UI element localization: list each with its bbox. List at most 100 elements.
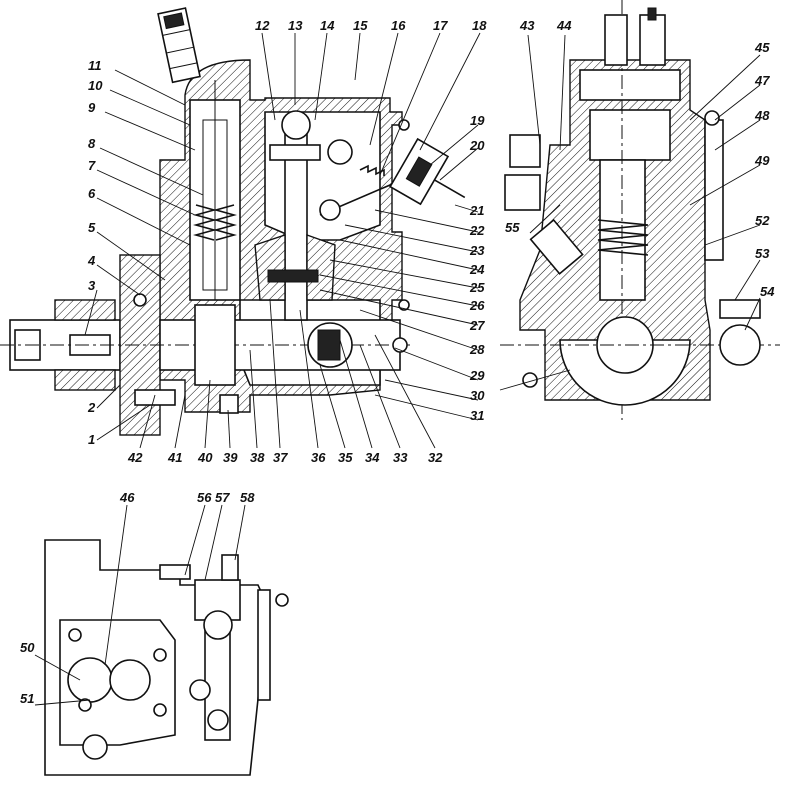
governor-cavity <box>264 111 381 241</box>
callout-56: 56 <box>197 490 212 505</box>
callout-45: 45 <box>754 40 770 55</box>
callout-4: 4 <box>87 253 96 268</box>
lever-joint <box>327 139 353 165</box>
callout-30: 30 <box>470 388 485 403</box>
lower-bolt-head <box>82 734 108 760</box>
callout-15: 15 <box>353 18 368 33</box>
callout-38: 38 <box>250 450 265 465</box>
lower-top-stud <box>221 554 239 581</box>
callout-6: 6 <box>88 186 96 201</box>
side-bolt-lower <box>504 174 541 211</box>
callout-57: 57 <box>215 490 230 505</box>
lower-top-nut <box>159 564 191 580</box>
callout-31: 31 <box>470 408 484 423</box>
side-fitting-pin <box>647 7 657 21</box>
side-spring <box>597 219 649 256</box>
callout-33: 33 <box>393 450 408 465</box>
callout-35: 35 <box>338 450 353 465</box>
side-right-bracket <box>719 299 761 319</box>
callout-3: 3 <box>88 278 96 293</box>
governor-sleeve <box>269 144 321 161</box>
lever-spring <box>359 164 385 176</box>
callout-47: 47 <box>754 73 770 88</box>
callout-28: 28 <box>469 342 485 357</box>
lower-right-screw <box>275 593 289 607</box>
callout-58: 58 <box>240 490 255 505</box>
callout-13: 13 <box>288 18 303 33</box>
callout-2: 2 <box>87 400 96 415</box>
callout-39: 39 <box>223 450 238 465</box>
side-upper-chamber <box>589 109 671 161</box>
lever-pivot <box>319 199 341 221</box>
gear-teeth <box>267 269 319 283</box>
side-angled-fitting <box>529 218 584 275</box>
callout-17: 17 <box>433 18 448 33</box>
screw-right-top <box>398 119 410 131</box>
callout-23: 23 <box>469 243 485 258</box>
lower-right-plate <box>257 589 271 701</box>
lower-screw-4 <box>78 698 92 712</box>
callout-5: 5 <box>88 220 96 235</box>
callout-34: 34 <box>365 450 380 465</box>
callout-41: 41 <box>167 450 182 465</box>
lower-screw-1 <box>153 648 167 662</box>
drain-bolt <box>219 394 239 414</box>
callout-22: 22 <box>469 223 485 238</box>
callout-36: 36 <box>311 450 326 465</box>
callout-51: 51 <box>20 691 34 706</box>
lower-view <box>44 539 289 776</box>
callout-29: 29 <box>469 368 485 383</box>
plunger-spring <box>193 204 237 241</box>
callout-8: 8 <box>88 136 96 151</box>
flange-screw <box>133 293 147 307</box>
callout-25: 25 <box>469 280 485 295</box>
side-fitting-left <box>604 14 628 66</box>
callout-40: 40 <box>197 450 213 465</box>
side-right-union <box>719 324 761 366</box>
lower-screw-2 <box>153 703 167 717</box>
callout-44: 44 <box>556 18 572 33</box>
callout-1: 1 <box>88 432 95 447</box>
lower-side-boss <box>189 679 211 701</box>
side-fitting-right <box>639 14 666 66</box>
side-lower-screw <box>522 372 538 388</box>
callout-43: 43 <box>519 18 535 33</box>
lower-round-boss-2 <box>109 659 151 701</box>
lower-screw-3 <box>68 628 82 642</box>
callout-19: 19 <box>470 113 485 128</box>
callout-16: 16 <box>391 18 406 33</box>
governor-cap <box>281 110 311 140</box>
callout-labels: 1 2 3 4 5 6 7 8 9 10 11 12 13 14 15 16 1… <box>20 18 775 706</box>
side-top-block <box>579 69 681 101</box>
side-bolt-upper <box>509 134 541 168</box>
callout-50: 50 <box>20 640 35 655</box>
main-section-view <box>0 7 466 436</box>
callout-42: 42 <box>127 450 143 465</box>
lower-lever-end <box>207 709 229 731</box>
callout-14: 14 <box>320 18 335 33</box>
cam-disc <box>194 304 236 386</box>
callout-24: 24 <box>469 262 485 277</box>
lower-bolt <box>134 389 176 406</box>
callout-53: 53 <box>755 246 770 261</box>
callout-26: 26 <box>469 298 485 313</box>
screw-right-bottom <box>398 299 410 311</box>
callout-48: 48 <box>754 108 770 123</box>
leader-lines <box>34 32 761 706</box>
callout-18: 18 <box>472 18 487 33</box>
callout-21: 21 <box>469 203 484 218</box>
side-section-view <box>500 0 780 420</box>
shutoff-solenoid <box>389 137 466 206</box>
flyweight-left <box>254 234 286 301</box>
callout-20: 20 <box>469 138 485 153</box>
callout-12: 12 <box>255 18 270 33</box>
callout-10: 10 <box>88 78 103 93</box>
callout-46: 46 <box>119 490 135 505</box>
side-right-screw <box>704 110 720 126</box>
roller-block <box>317 329 341 361</box>
callout-52: 52 <box>755 213 770 228</box>
callout-9: 9 <box>88 100 96 115</box>
flange-top <box>54 299 116 321</box>
